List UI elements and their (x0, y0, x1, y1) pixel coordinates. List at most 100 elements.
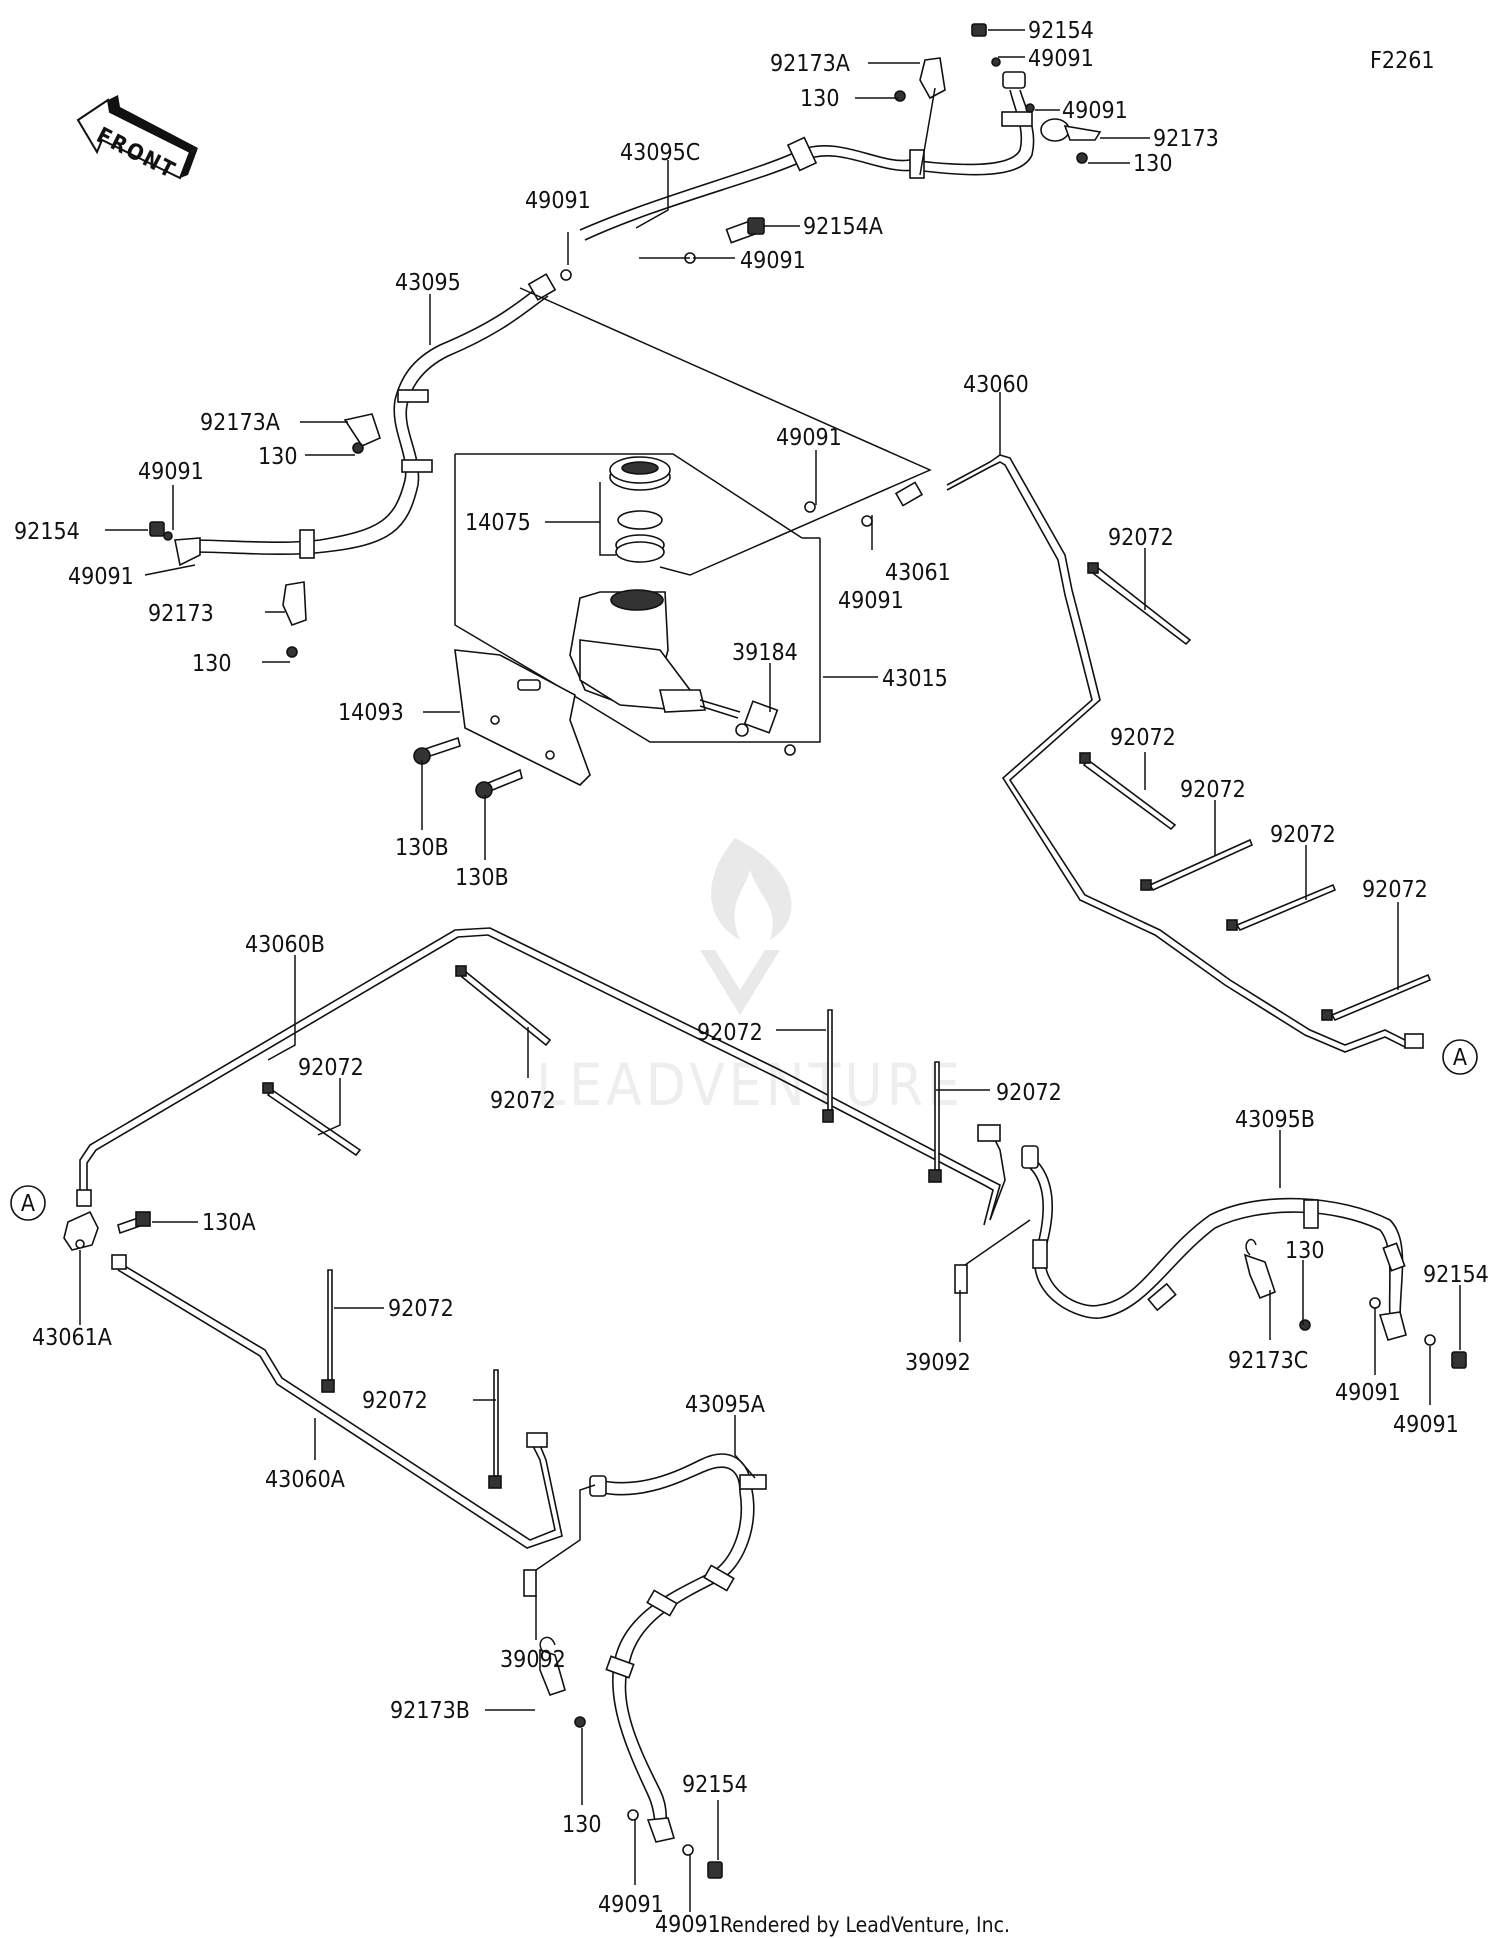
label-14075: 14075 (465, 510, 531, 536)
label-49091-mc: 49091 (776, 425, 842, 451)
label-43061: 43061 (885, 560, 951, 586)
clamp-92173b (539, 1636, 586, 1728)
part-labels: 92154 92173A 49091 130 49091 92173 130 4… (14, 18, 1489, 1938)
label-49091-b1: 49091 (598, 1892, 664, 1918)
label-92072-r1: 92072 (1108, 525, 1174, 551)
washer-49091-mid (560, 269, 572, 281)
connector-a-left: A (10, 1185, 46, 1221)
cable-tie-r4 (1226, 883, 1337, 932)
bolt-92154-left (149, 521, 165, 537)
label-130-top: 130 (800, 86, 840, 112)
washer-49091-b2 (682, 1844, 694, 1856)
label-92072-m2: 92072 (490, 1088, 556, 1114)
label-92154-r: 92154 (1423, 1262, 1489, 1288)
hose-43095b (954, 1145, 1407, 1341)
connector-a-right-label: A (1453, 1045, 1467, 1071)
hose-43095 (174, 273, 557, 567)
label-39092-b: 39092 (500, 1647, 566, 1673)
label-49091-r1: 49091 (1335, 1380, 1401, 1406)
watermark-text: LEADVENTURE (536, 1051, 964, 1119)
bolt-92154-b (707, 1861, 723, 1879)
bolt-130a (117, 1211, 151, 1235)
clamp-92173a-left (343, 413, 381, 454)
bolt-92154-r (1451, 1351, 1467, 1369)
brake-line-43060b (76, 927, 1006, 1226)
leader-lines (79, 29, 1461, 1912)
label-43060b: 43060B (245, 932, 325, 958)
washer-49091-r1 (1369, 1297, 1381, 1309)
label-92072-r4: 92072 (1270, 822, 1336, 848)
hose-43095c (579, 71, 1035, 241)
label-43095b: 43095B (1235, 1107, 1315, 1133)
cable-tie-l2 (488, 1369, 502, 1489)
bolt-130b-1 (413, 736, 461, 765)
label-130b-2: 130B (455, 865, 509, 891)
bolt-92154-top (971, 23, 987, 37)
label-49091-mid2: 49091 (740, 248, 806, 274)
washer-49091-left (163, 531, 173, 541)
hose-43095a (523, 1453, 767, 1843)
label-92072-l1: 92072 (388, 1296, 454, 1322)
front-arrow-icon: FRONT (76, 95, 198, 184)
label-92072-r2: 92072 (1110, 725, 1176, 751)
cable-tie-r1 (1087, 562, 1192, 646)
clamp-92173-top (1040, 118, 1102, 164)
label-43060: 43060 (963, 372, 1029, 398)
cable-tie-m1 (455, 965, 552, 1047)
washer-49091-top1 (991, 57, 1001, 67)
label-130-left: 130 (258, 444, 298, 470)
label-92173a-top: 92173A (770, 51, 850, 77)
label-92072-m3: 92072 (697, 1020, 763, 1046)
label-14093: 14093 (338, 700, 404, 726)
washer-49091-b1 (627, 1809, 639, 1821)
label-43095a: 43095A (685, 1392, 765, 1418)
cable-tie-m4 (928, 1061, 942, 1183)
tee-43061a (63, 1210, 99, 1251)
label-92072-m4: 92072 (996, 1080, 1062, 1106)
label-130-top2: 130 (1133, 151, 1173, 177)
label-43061a: 43061A (32, 1325, 112, 1351)
label-39092-r: 39092 (905, 1350, 971, 1376)
bolt-92154a (725, 217, 765, 244)
label-43015: 43015 (882, 666, 948, 692)
label-49091-left: 49091 (138, 459, 204, 485)
label-92173a-left: 92173A (200, 410, 280, 436)
label-43095c: 43095C (620, 140, 700, 166)
cable-tie-m2 (262, 1082, 362, 1157)
label-92173b: 92173B (390, 1698, 470, 1724)
washer-49091-r2 (1424, 1334, 1436, 1346)
label-130a: 130A (202, 1210, 256, 1236)
label-130b-1: 130B (395, 835, 449, 861)
master-cylinder-43015 (454, 287, 932, 756)
label-92154-top: 92154 (1028, 18, 1094, 44)
label-130-b: 130 (562, 1812, 602, 1838)
cable-tie-l1 (321, 1269, 335, 1393)
figure-code: F2261 (1370, 48, 1435, 74)
cable-tie-r3 (1140, 838, 1254, 892)
label-49091-mc2: 49091 (838, 588, 904, 614)
cable-tie-m3 (822, 1009, 834, 1123)
label-43060a: 43060A (265, 1467, 345, 1493)
label-39184: 39184 (732, 640, 798, 666)
cable-tie-r2 (1079, 752, 1177, 831)
label-130-r: 130 (1285, 1238, 1325, 1264)
label-49091-top2: 49091 (1062, 98, 1128, 124)
label-130-left2: 130 (192, 651, 232, 677)
clamp-92173-left (282, 581, 307, 658)
label-49091-b2: 49091 (655, 1912, 721, 1938)
label-92154-left: 92154 (14, 519, 80, 545)
label-92173-left: 92173 (148, 601, 214, 627)
brake-line-43060a (111, 1254, 563, 1549)
label-92072-r5: 92072 (1362, 877, 1428, 903)
clamp-92173a-top (894, 57, 946, 102)
cable-tie-r5 (1321, 973, 1432, 1022)
label-49091-top1: 49091 (1028, 46, 1094, 72)
bracket-14093 (454, 649, 591, 786)
label-92173c: 92173C (1228, 1348, 1308, 1374)
bolt-130b-2 (475, 768, 523, 799)
washer-49091-top2 (1025, 103, 1035, 113)
label-92154-b: 92154 (682, 1772, 748, 1798)
label-92072-l2: 92072 (362, 1388, 428, 1414)
label-43095: 43095 (395, 270, 461, 296)
